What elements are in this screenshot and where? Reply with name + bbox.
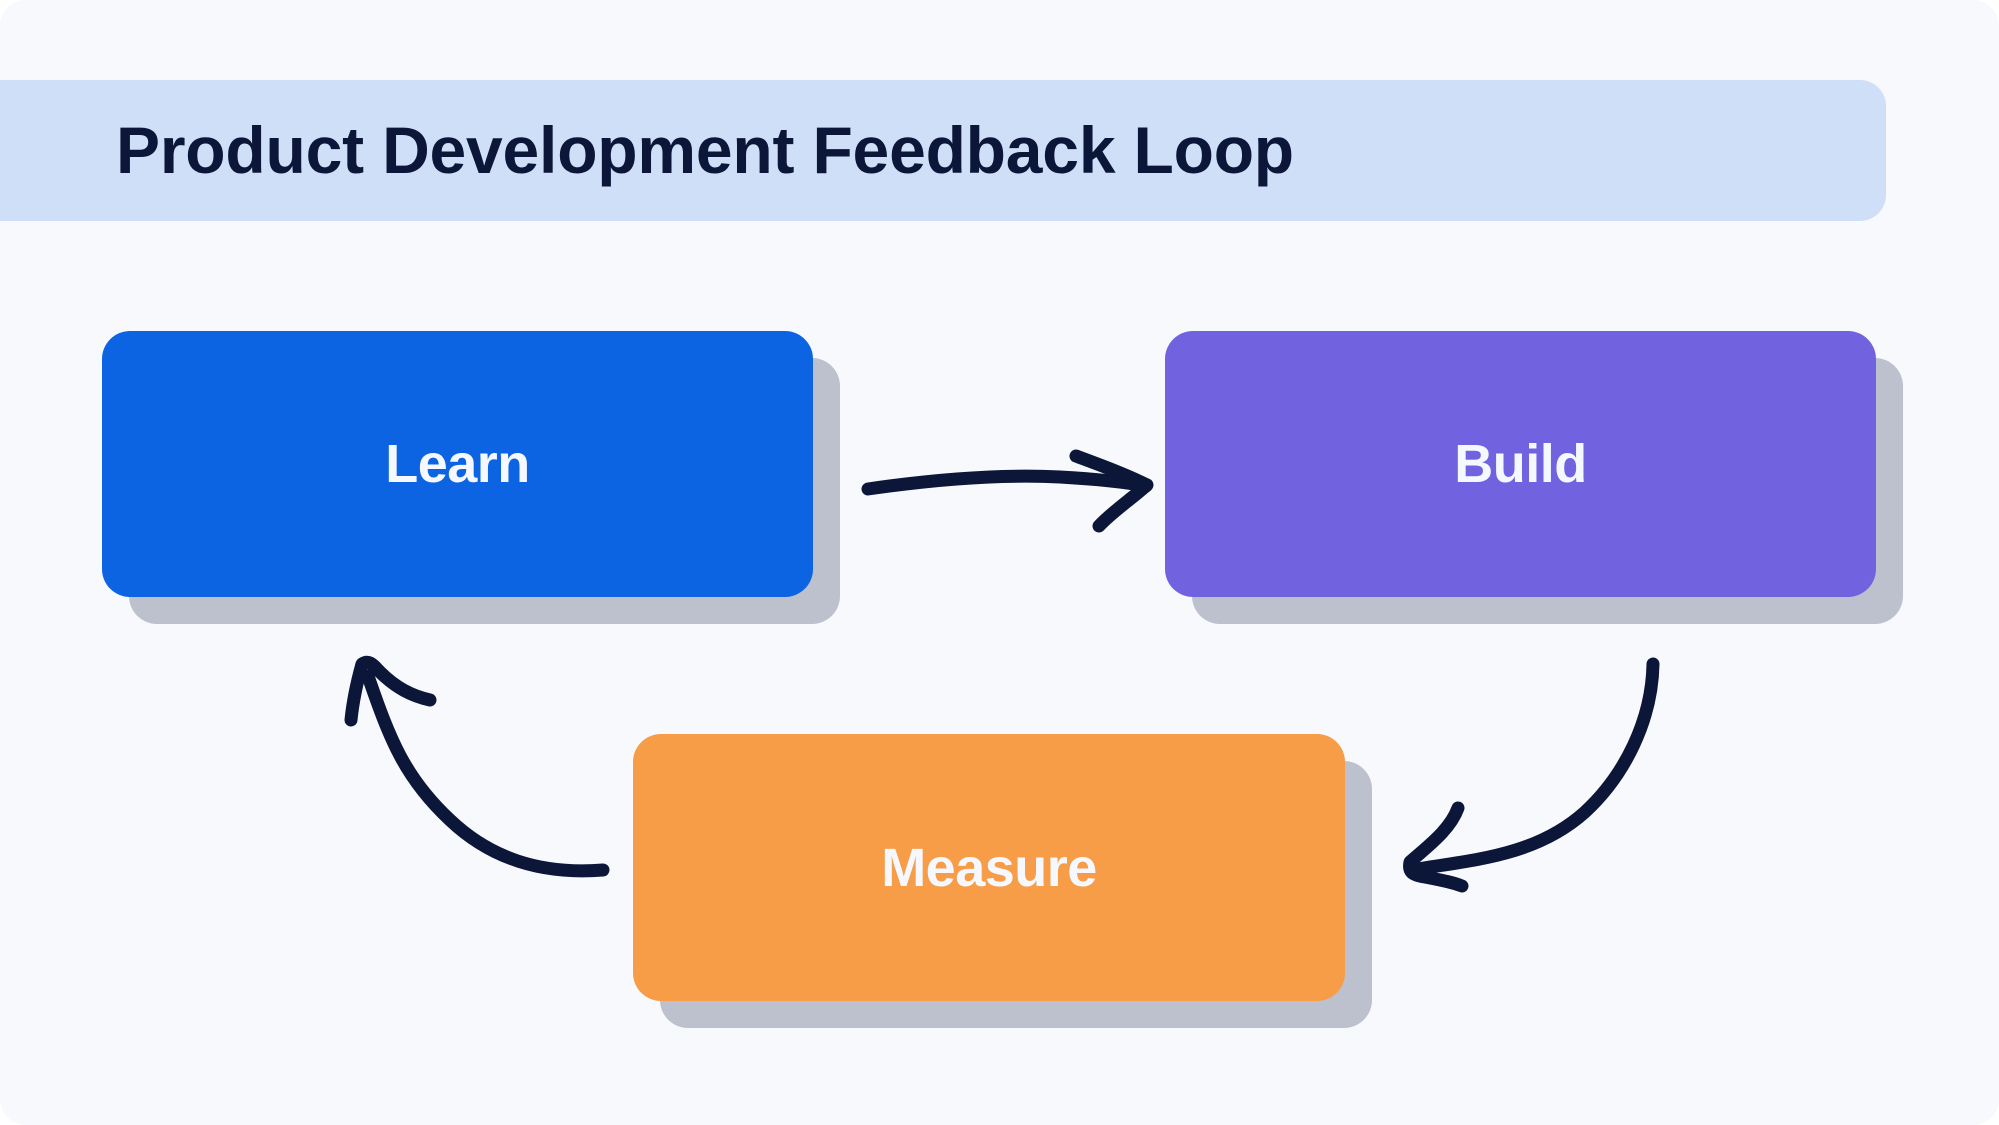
arrow-build-to-measure-head	[1403, 801, 1469, 893]
measure-node-label: Measure	[881, 837, 1097, 898]
learn-node[interactable]: Learn	[102, 331, 813, 597]
arrow-learn-to-build-shaft	[861, 469, 1153, 496]
arrow-learn-to-build	[861, 449, 1154, 533]
arrow-build-to-measure	[1403, 657, 1660, 893]
arrow-measure-to-learn	[344, 655, 610, 878]
arrow-build-to-measure-shaft	[1405, 657, 1660, 877]
diagram-title: Product Development Feedback Loop	[116, 113, 1294, 187]
title-banner	[0, 80, 1886, 221]
arrow-learn-to-build-head	[1069, 449, 1154, 533]
build-node-label: Build	[1454, 434, 1587, 494]
arrow-measure-to-learn-head	[344, 655, 437, 727]
measure-node[interactable]: Measure	[633, 734, 1345, 1001]
arrow-measure-to-learn-shaft	[361, 669, 610, 878]
learn-node-label: Learn	[385, 434, 530, 494]
build-node[interactable]: Build	[1165, 331, 1876, 597]
